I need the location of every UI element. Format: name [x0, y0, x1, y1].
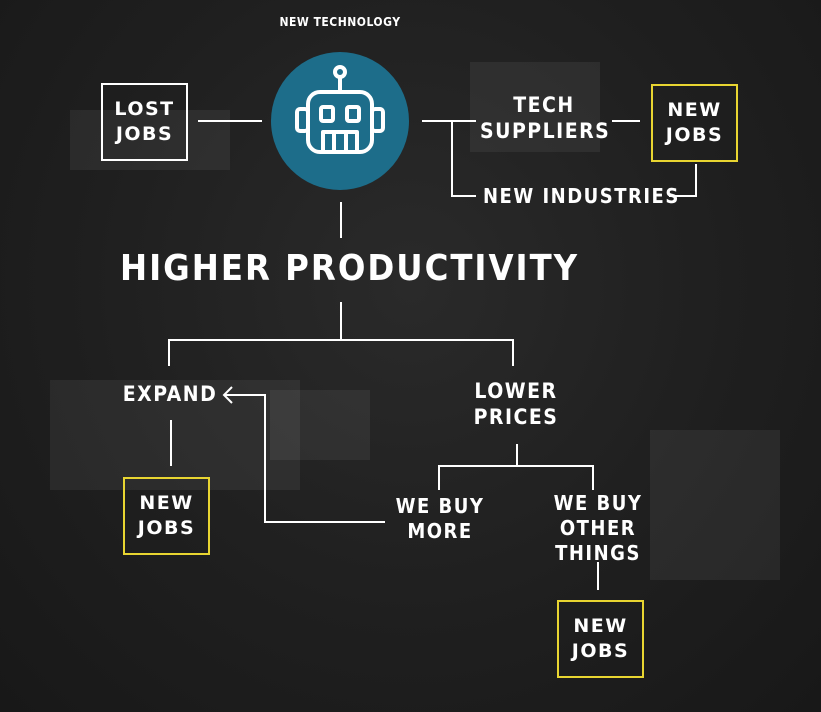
tech-suppliers-label: TECH SUPPLIERS [480, 93, 611, 144]
new-jobs-top-box: NEW JOBS [651, 84, 738, 162]
lost-jobs-box: LOST JOBS [101, 83, 188, 161]
higher-productivity-heading: HIGHER PRODUCTIVITY [120, 248, 580, 289]
background-decoration [270, 390, 370, 460]
background-decoration [470, 62, 600, 152]
background-decoration [50, 380, 300, 490]
we-buy-more-label: WE BUY MORE [395, 494, 485, 543]
new-jobs-left-box: NEW JOBS [123, 477, 210, 555]
diagram-title: NEW TECHNOLOGY [279, 15, 401, 29]
new-jobs-bottom-box: NEW JOBS [557, 600, 644, 678]
technology-circle [271, 52, 409, 190]
expand-label: EXPAND [122, 382, 218, 406]
lower-prices-label: LOWER PRICES [473, 379, 559, 430]
robot-icon [295, 65, 385, 154]
background-decoration [650, 430, 780, 580]
we-buy-other-things-label: WE BUY OTHER THINGS [553, 491, 643, 565]
new-industries-label: NEW INDUSTRIES [483, 184, 680, 208]
